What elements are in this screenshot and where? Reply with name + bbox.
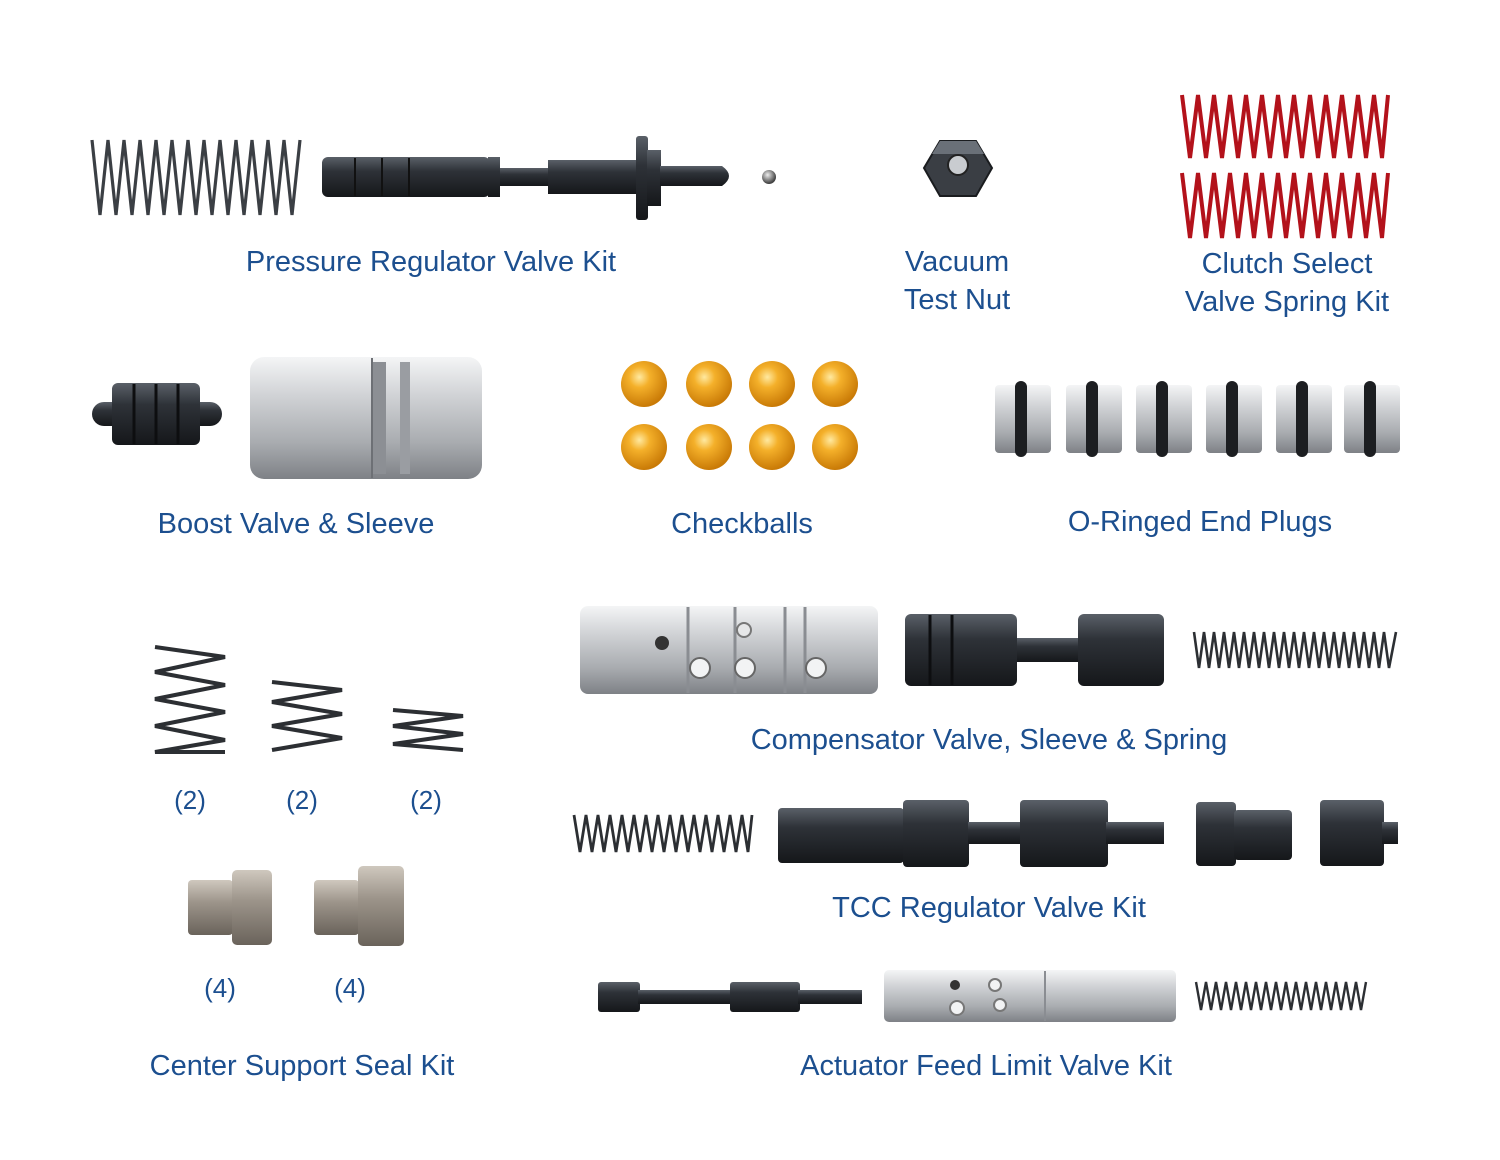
tcc-plugs	[1196, 800, 1398, 866]
actuator-spring	[1194, 981, 1368, 1011]
o-ringed-end-plugs	[995, 381, 1400, 457]
tcc-valve	[778, 800, 1164, 867]
quantity-spring-1: (2)	[174, 785, 206, 815]
label-center-support-seal-kit: Center Support Seal Kit	[149, 1050, 455, 1082]
label-test-nut: Test Nut	[903, 284, 1011, 316]
boost-sleeve	[250, 357, 482, 479]
clutch-select-red-springs	[1180, 94, 1390, 239]
center-support-springs	[154, 645, 464, 754]
label-pressure-regulator-valve-kit: Pressure Regulator Valve Kit	[245, 246, 617, 278]
actuator-valve	[598, 982, 862, 1012]
quantity-seal-2: (4)	[334, 973, 366, 1003]
label-checkballs: Checkballs	[671, 508, 813, 540]
quantity-spring-2: (2)	[286, 785, 318, 815]
pressure-regulator-valve	[322, 136, 776, 220]
label-boost-valve-sleeve: Boost Valve & Sleeve	[157, 508, 435, 540]
label-vacuum: Vacuum	[904, 246, 1010, 278]
label-tcc-regulator-valve-kit: TCC Regulator Valve Kit	[832, 892, 1146, 924]
label-clutch-select: Clutch Select	[1201, 248, 1373, 280]
label-valve-spring-kit: Valve Spring Kit	[1184, 286, 1390, 318]
quantity-seal-1: (4)	[204, 973, 236, 1003]
vacuum-test-nut	[922, 140, 994, 197]
center-support-seals	[188, 866, 404, 946]
compensator-valve	[905, 614, 1164, 686]
tcc-spring	[572, 814, 754, 853]
compensator-spring	[1192, 631, 1398, 669]
label-compensator: Compensator Valve, Sleeve & Spring	[750, 724, 1228, 756]
checkballs-group	[621, 361, 858, 470]
compensator-sleeve	[580, 606, 878, 694]
label-o-ringed-end-plugs: O-Ringed End Plugs	[1067, 506, 1333, 538]
actuator-sleeve	[884, 970, 1176, 1022]
boost-valve	[92, 383, 222, 445]
quantity-spring-3: (2)	[410, 785, 442, 815]
label-actuator-feed-limit-valve-kit: Actuator Feed Limit Valve Kit	[800, 1050, 1172, 1082]
pressure-regulator-spring	[90, 139, 302, 216]
